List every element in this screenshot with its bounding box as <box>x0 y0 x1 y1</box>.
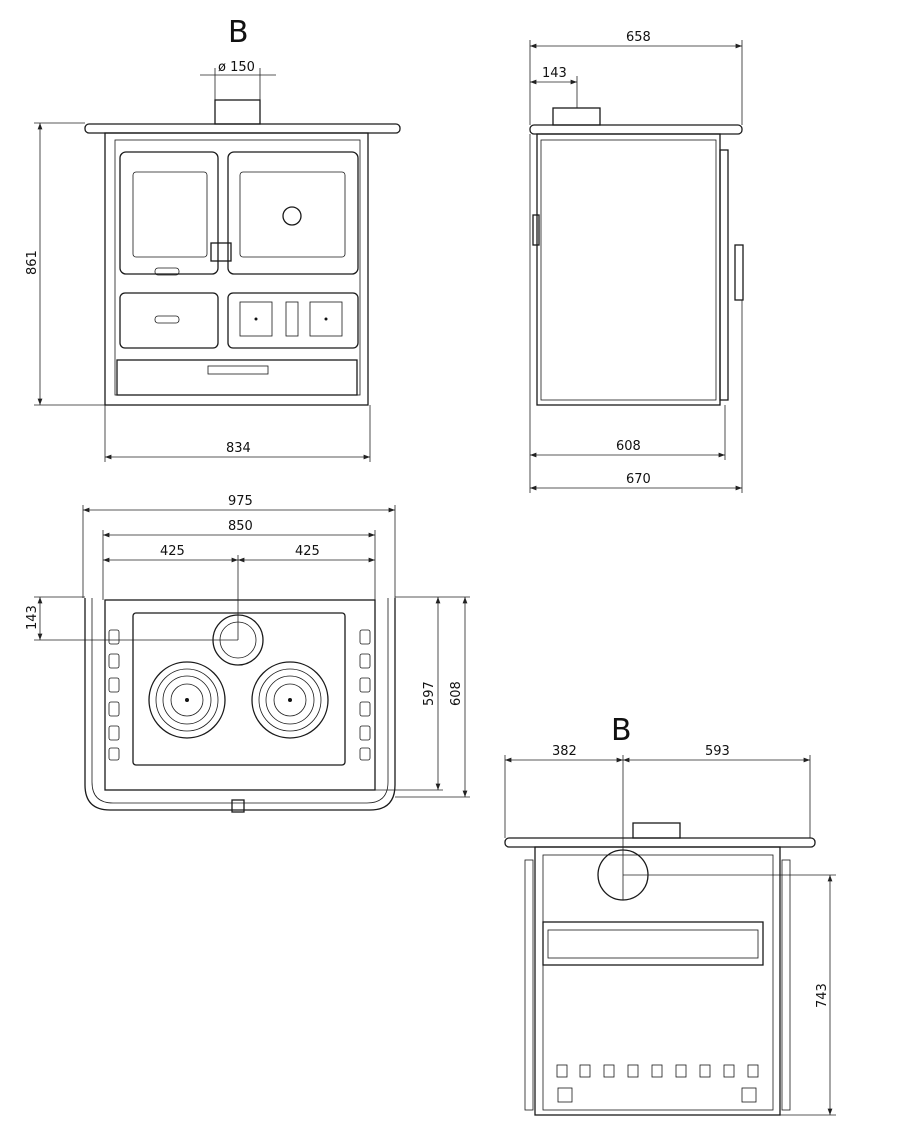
dim-half-left: 425 <box>160 544 185 559</box>
dim-half-right: 425 <box>295 544 320 559</box>
dim-flue-offset: 143 <box>542 66 567 81</box>
hotplate-right <box>251 661 329 739</box>
top-dimensions: 975 850 425 425 143 597 608 <box>25 494 470 798</box>
dim-body-depth: 608 <box>616 439 641 454</box>
back-panel <box>542 921 764 966</box>
top-view <box>84 598 396 813</box>
left-vents <box>108 629 120 761</box>
stove-body <box>104 132 369 406</box>
back-body <box>534 846 781 1116</box>
side-body <box>536 133 721 406</box>
front-view <box>84 99 401 406</box>
firebox-door <box>119 151 219 275</box>
ash-drawer <box>119 292 219 349</box>
door-handle <box>210 242 232 262</box>
side-flue <box>552 107 601 126</box>
dim-width-rail: 975 <box>228 494 253 509</box>
back-view <box>504 822 816 1116</box>
side-view <box>529 107 744 406</box>
dim-depth-rail-top: 608 <box>449 681 464 706</box>
dim-depth-body: 597 <box>422 681 437 706</box>
dim-width-body: 850 <box>228 519 253 534</box>
side-handle <box>734 244 744 301</box>
dim-depth-total: 658 <box>626 30 651 45</box>
dim-flue-diameter: ø 150 <box>218 60 255 75</box>
front-dimensions: B ø 150 861 834 <box>25 15 371 462</box>
oven-door <box>227 151 359 275</box>
back-flue-box <box>632 822 681 839</box>
back-dimensions: B 382 593 743 <box>504 713 836 1116</box>
flue-pipe <box>214 99 261 125</box>
lower-compartment <box>227 292 359 349</box>
right-vents <box>359 629 371 761</box>
view-label-b: B <box>228 15 249 50</box>
bottom-vents <box>556 1064 759 1078</box>
side-rails <box>524 859 791 1111</box>
kick-plate <box>116 359 358 396</box>
dim-right-offset: 593 <box>705 744 730 759</box>
top-plate <box>84 123 401 134</box>
thermometer <box>282 206 302 226</box>
top-body <box>104 599 376 791</box>
towel-rail <box>84 598 396 811</box>
dim-top-flue-offset: 143 <box>25 605 40 630</box>
dim-width: 834 <box>226 441 251 456</box>
dim-height: 861 <box>25 250 40 275</box>
dim-left-offset: 382 <box>552 744 577 759</box>
hotplate-left <box>148 661 226 739</box>
back-top-plate <box>504 837 816 848</box>
dim-depth-rail: 670 <box>626 472 651 487</box>
side-dimensions: 658 143 608 670 <box>529 30 743 493</box>
view-label-b-back: B <box>611 713 632 748</box>
dim-flue-height: 743 <box>815 983 830 1008</box>
side-top-plate <box>529 124 743 135</box>
hob-plate <box>132 612 346 766</box>
